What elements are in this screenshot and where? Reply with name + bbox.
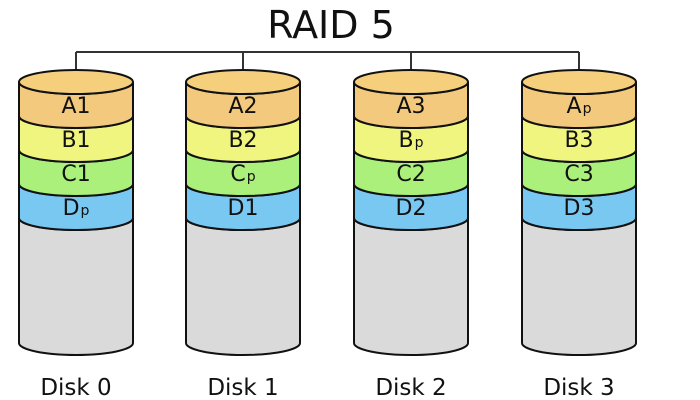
block-number: 2: [412, 162, 426, 187]
block-label: D1: [228, 196, 259, 221]
block-letter: A: [567, 94, 582, 119]
block-label: B3: [564, 128, 593, 153]
block-label: B2: [228, 128, 257, 153]
disk-top-cap: [18, 69, 134, 95]
parity-marker: p: [247, 169, 256, 185]
disk-label: Disk 1: [207, 375, 278, 400]
parity-marker: p: [583, 101, 592, 117]
disk-label: Disk 2: [375, 375, 446, 400]
block-number: 1: [77, 128, 91, 153]
block-number: 2: [244, 94, 258, 119]
block-number: 1: [244, 196, 258, 221]
block-letter: C: [61, 162, 76, 187]
block-letter: B: [61, 128, 76, 153]
block-number: 3: [412, 94, 426, 119]
block-letter: B: [564, 128, 579, 153]
block-letter: C: [230, 162, 245, 187]
block-label: Ap: [567, 94, 592, 119]
block-letter: C: [396, 162, 411, 187]
parity-marker: p: [81, 203, 90, 219]
diagram-title: RAID 5: [267, 3, 395, 47]
disk-free-space: [18, 217, 134, 356]
parity-marker: p: [415, 135, 424, 151]
block-letter: D: [564, 196, 581, 221]
disk-top-cap: [353, 69, 469, 95]
disk-free-space: [353, 217, 469, 356]
block-number: 2: [412, 196, 426, 221]
disk-top-cap: [185, 69, 301, 95]
block-label: D2: [396, 196, 427, 221]
block-label: Bp: [399, 128, 424, 153]
block-label: D3: [564, 196, 595, 221]
block-label: A3: [396, 94, 425, 119]
block-number: 3: [580, 162, 594, 187]
block-number: 1: [77, 94, 91, 119]
block-number: 2: [244, 128, 258, 153]
disk-top-cap: [521, 69, 637, 95]
block-label: C3: [564, 162, 593, 187]
block-letter: C: [564, 162, 579, 187]
block-letter: D: [63, 196, 80, 221]
block-letter: A: [228, 94, 243, 119]
block-number: 3: [580, 128, 594, 153]
disk-label: Disk 3: [543, 375, 614, 400]
block-number: 1: [77, 162, 91, 187]
block-label: A1: [61, 94, 90, 119]
block-letter: A: [396, 94, 411, 119]
disk-free-space: [185, 217, 301, 356]
block-label: Cp: [230, 162, 255, 187]
bus-connector: [75, 51, 580, 86]
block-label: B1: [61, 128, 90, 153]
disk-label: Disk 0: [40, 375, 111, 400]
block-number: 3: [580, 196, 594, 221]
block-letter: B: [228, 128, 243, 153]
block-letter: A: [61, 94, 76, 119]
block-letter: D: [228, 196, 245, 221]
block-label: C2: [396, 162, 425, 187]
block-label: A2: [228, 94, 257, 119]
disk-free-space: [521, 217, 637, 356]
block-label: C1: [61, 162, 90, 187]
block-label: Dp: [63, 196, 90, 221]
block-letter: B: [399, 128, 414, 153]
block-letter: D: [396, 196, 413, 221]
